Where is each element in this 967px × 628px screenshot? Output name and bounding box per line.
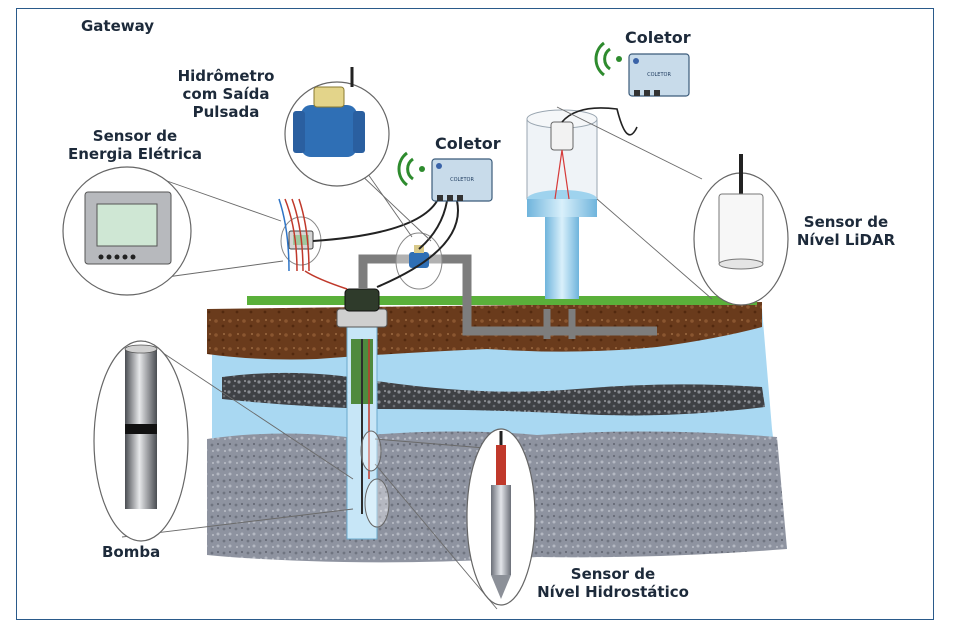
label-hidrometro: Hidrômetro com Saída Pulsada [177, 67, 275, 121]
wifi-signal-icon [397, 151, 425, 187]
collector-top: COLETOR [628, 53, 690, 97]
pipe-flow-meter [395, 232, 443, 290]
svg-text:COLETOR: COLETOR [450, 177, 474, 183]
lidar-stilling-well [526, 109, 598, 299]
hydrostatic-sensor-callout [466, 428, 536, 606]
label-hidrostatico: Sensor de Nível Hidrostático [537, 565, 689, 601]
label-coletor-top: Coletor [625, 28, 691, 47]
lidar-sensor-callout [693, 154, 789, 306]
wellhead-cap [344, 288, 380, 312]
hidrometro-callout [284, 67, 390, 187]
surface-pipe [358, 254, 537, 336]
energy-junction [278, 198, 348, 290]
wifi-signal-icon-top [594, 41, 622, 77]
figure-frame: COLETOR COLETOR [16, 8, 934, 620]
label-bomba: Bomba [102, 543, 161, 561]
energy-meter-callout [62, 166, 192, 296]
label-lidar: Sensor de Nível LiDAR [796, 213, 896, 249]
label-coletor-center: Coletor [435, 134, 501, 153]
svg-text:COLETOR: COLETOR [647, 72, 671, 78]
wellhead-flange [336, 308, 388, 328]
pump-callout [93, 340, 189, 542]
collector-center: COLETOR [431, 158, 493, 202]
grass-strip [247, 296, 757, 305]
well-monitoring-diagram: COLETOR COLETOR [62, 41, 789, 610]
label-gateway: Gateway [81, 17, 155, 35]
label-sensor-energia: Sensor de Energia Elétrica [67, 127, 202, 163]
